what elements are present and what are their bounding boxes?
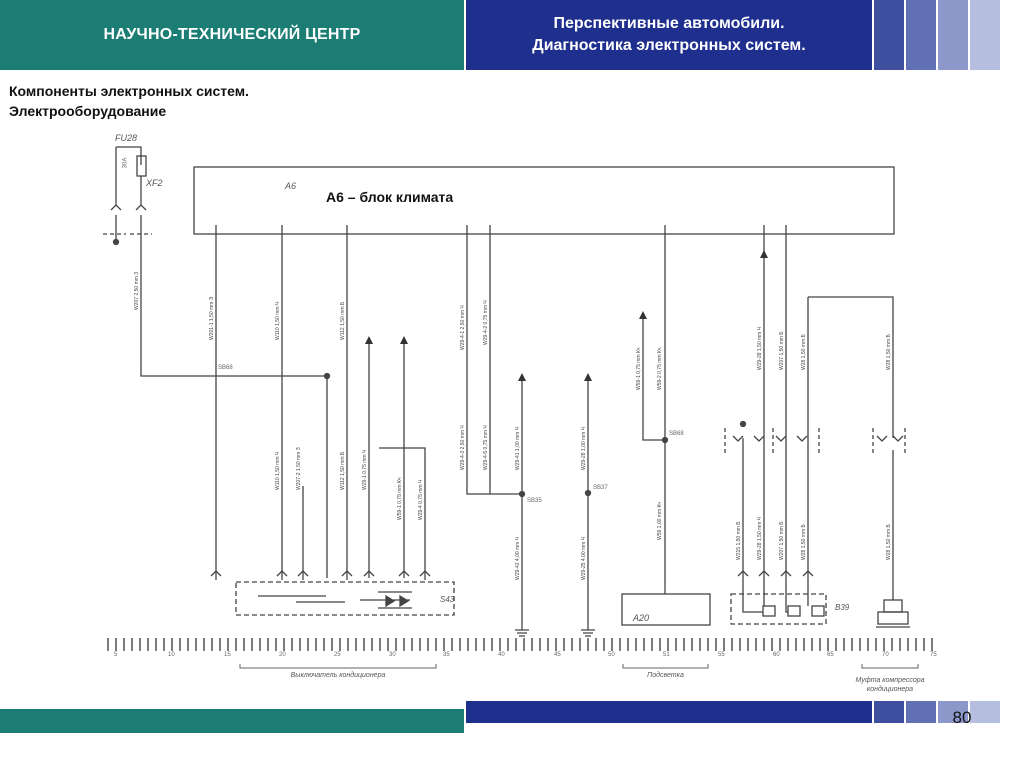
svg-text:W207 1,50 mm Б: W207 1,50 mm Б [779,521,785,560]
splice-label-2: SB35 [527,498,542,504]
svg-text:W59-2 0,75 mm Кч: W59-2 0,75 mm Кч [657,347,663,390]
a6-climate-block [193,166,895,235]
svg-text:W59-1 0,75 mm Кч: W59-1 0,75 mm Кч [397,477,403,520]
backlight-section-label: Подсветка [647,672,684,679]
svg-text:W29-28 1,50 mm Ч: W29-28 1,50 mm Ч [757,517,763,560]
presentation-title: Перспективные автомобили. Диагностика эл… [466,2,872,68]
header-square-2 [906,0,936,70]
svg-text:W215 1,50 mm Б: W215 1,50 mm Б [736,521,742,560]
b39-box [730,593,827,625]
svg-text:W29-1 0,75 mm Ч: W29-1 0,75 mm Ч [362,450,368,490]
section-title-line2: Электрооборудование [9,103,167,119]
svg-text:W29-28 1,00 mm Ч: W29-28 1,00 mm Ч [581,427,587,470]
svg-text:W59-1 0,75 mm Кч: W59-1 0,75 mm Кч [636,347,642,390]
header-square-3 [938,0,968,70]
ruler-number: 51 [663,652,670,658]
switch-label: S43 [440,595,455,604]
ruler-number: 75 [930,652,937,658]
footer-left-bar [0,709,464,733]
ruler-number: 10 [168,652,175,658]
fuse-label: FU28 [115,133,138,143]
svg-text:W207 1,50 mm Б: W207 1,50 mm Б [779,331,785,370]
ruler-number: 30 [389,652,396,658]
ruler-number: 35 [443,652,450,658]
section-title-line1: Компоненты электронных систем. [9,83,249,99]
page-number: 80 [952,708,972,727]
compressor-section-label-line1: Муфта компрессора [855,677,925,684]
header-left-bar [0,0,464,70]
ac-switch-section-label: Выключатель кондиционера [290,672,386,679]
organization-title: НАУЧНО-ТЕХНИЧЕСКИЙ ЦЕНТР [103,26,361,43]
ruler-number: 25 [334,652,341,658]
ruler-number: 50 [608,652,615,658]
svg-text:W29-42 4,00 mm Ч: W29-42 4,00 mm Ч [515,537,521,580]
splice-label-1: SB68 [218,365,233,371]
header-square-4 [970,0,1000,70]
svg-text:W207-2 1,50 mm З: W207-2 1,50 mm З [296,447,302,490]
presentation-title-line2: Диагностика электронных систем. [532,37,806,54]
svg-text:W112 1,50 mm Б: W112 1,50 mm Б [340,301,346,340]
svg-text:W28 1,50 mm Б: W28 1,50 mm Б [801,523,807,560]
presentation-title-line1: Перспективные автомобили. [553,15,785,32]
svg-text:W112 1,50 mm Б: W112 1,50 mm Б [340,451,346,490]
svg-text:W29-4-2 0,75 mm Ч: W29-4-2 0,75 mm Ч [483,300,489,345]
svg-text:W28 1,50 mm Б: W28 1,50 mm Б [886,523,892,560]
ruler-number: 55 [718,652,725,658]
footer-square-4 [970,701,1000,723]
svg-text:W29-4 0,75 mm Ч: W29-4 0,75 mm Ч [418,480,424,520]
ruler-number: 20 [279,652,286,658]
svg-text:W28 1,50 mm Б: W28 1,50 mm Б [801,333,807,370]
svg-text:W201-1 1,50 mm Э: W201-1 1,50 mm Э [209,296,215,340]
svg-text:W207 2,50 mm З: W207 2,50 mm З [134,272,140,310]
ruler [107,638,933,651]
a20-box [621,593,711,626]
svg-text:W29-25 4,00 mm Ч: W29-25 4,00 mm Ч [581,537,587,580]
splice-label-4: SB68 [669,431,684,437]
a6-block-label: A6 – блок климата [326,189,454,205]
svg-text:W29-4-3 2,50 mm Ч: W29-4-3 2,50 mm Ч [460,425,466,470]
svg-text:W110 1,50 mm Ч: W110 1,50 mm Ч [275,452,281,490]
footer-square-3 [938,701,968,723]
header-right-bar [466,0,872,70]
svg-text:W29-4-5 0,75 mm Ч: W29-4-5 0,75 mm Ч [483,425,489,470]
svg-text:W28 1,50 mm Б: W28 1,50 mm Б [886,333,892,370]
ruler-number: 40 [498,652,505,658]
compressor-section-label-line2: кондиционера [866,686,914,693]
a6-block-ref: A6 [285,181,297,191]
svg-text:W29-4-1 2,50 mm Ч: W29-4-1 2,50 mm Ч [460,305,466,350]
ruler-number: 45 [554,652,561,658]
svg-text:W59 1,00 mm Кч: W59 1,00 mm Кч [657,502,663,540]
fuse-rating: 30A [122,157,129,169]
s43-switch-box [235,581,455,616]
header-square-1 [874,0,904,70]
section-title: Компоненты электронных систем. Электрооб… [9,81,249,121]
footer-square-1 [874,701,904,723]
connector-label: XF2 [146,178,163,188]
ruler-number: 70 [882,652,889,658]
splice-label-3: SB37 [593,485,608,491]
ruler-number: 15 [224,652,231,658]
ruler-number: 65 [827,652,834,658]
svg-text:W29-41 1,00 mm Ч: W29-41 1,00 mm Ч [515,427,521,470]
compressor-clutch-symbol [877,611,909,625]
svg-text:W29-28 1,50 mm Ч: W29-28 1,50 mm Ч [757,327,763,370]
b39-label: B39 [835,603,850,612]
svg-text:W110 1,50 mm Ч: W110 1,50 mm Ч [275,302,281,340]
a20-label: A20 [633,613,650,623]
ruler-number: 60 [773,652,780,658]
footer-square-2 [906,701,936,723]
ruler-number: 5 [114,652,118,658]
footer-right-bar [466,701,872,723]
compressor-section-label: Муфта компрессора кондиционера [850,676,930,694]
